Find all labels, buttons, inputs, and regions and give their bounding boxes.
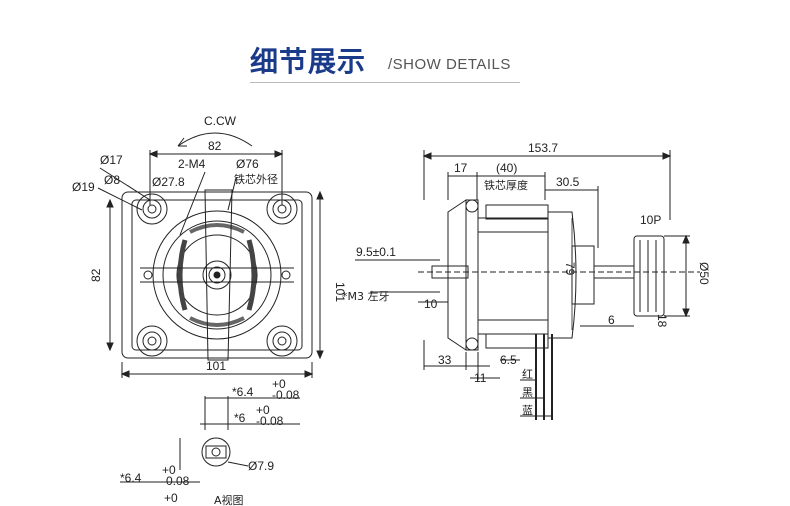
header: 细节展示 /SHOW DETAILS bbox=[0, 0, 790, 100]
label-rotation: C.CW bbox=[204, 114, 237, 128]
label-m3: *M3 左牙 bbox=[342, 290, 390, 303]
label-wire-red: 红 bbox=[522, 368, 533, 381]
label-18: 18 bbox=[655, 314, 669, 328]
label-shaft-view: A视图 bbox=[214, 493, 244, 506]
label-d19: Ø19 bbox=[72, 180, 95, 194]
label-95: 9.5±0.1 bbox=[356, 245, 396, 259]
label-shaft-b: *6 bbox=[234, 411, 246, 425]
label-shaft-b-up: +0 bbox=[256, 403, 270, 417]
label-33: 33 bbox=[438, 353, 452, 367]
label-65: 6.5 bbox=[500, 353, 517, 367]
label-wire-black: 黑 bbox=[522, 386, 533, 399]
label-shaft-d79: Ø7.9 bbox=[248, 459, 274, 473]
label-d8: Ø8 bbox=[104, 173, 120, 187]
label-dim-right: 101 bbox=[333, 282, 347, 302]
label-shaft-bottom-tol: +0 bbox=[164, 491, 178, 505]
label-dim-bottom: 101 bbox=[206, 359, 226, 373]
label-40: (40) bbox=[496, 161, 517, 175]
label-shaft-c: *6.4 bbox=[120, 471, 142, 485]
label-shaft-a-down: -0.08 bbox=[272, 388, 300, 402]
label-d278: Ø27.8 bbox=[152, 175, 185, 189]
label-shaft-a: *6.4 bbox=[232, 385, 254, 399]
label-wire-blue: 蓝 bbox=[522, 404, 533, 417]
label-79: 79 bbox=[563, 262, 577, 276]
page-subtitle: /SHOW DETAILS bbox=[388, 56, 511, 73]
label-dim-left: 82 bbox=[89, 268, 103, 282]
label-d17: Ø17 bbox=[100, 153, 123, 167]
label-shaft-b-down: -0.08 bbox=[256, 414, 284, 428]
label-17: 17 bbox=[454, 161, 468, 175]
front-view bbox=[97, 132, 324, 378]
label-shaft-c-up: +0 bbox=[162, 463, 176, 477]
label-core-thickness: 铁芯厚度 bbox=[484, 178, 528, 192]
label-11: 11 bbox=[474, 371, 487, 385]
label-shaft-a-up: +0 bbox=[272, 377, 286, 391]
shaft-detail bbox=[120, 396, 300, 483]
label-shaft-c-down: -0.08 bbox=[162, 474, 190, 488]
label-10: 10 bbox=[424, 297, 438, 311]
side-view bbox=[355, 150, 700, 420]
label-core-outer: 铁芯外径 bbox=[234, 172, 278, 186]
page-title: 细节展示 bbox=[250, 45, 367, 78]
label-total: 153.7 bbox=[528, 141, 558, 155]
label-core-dia: Ø76 bbox=[236, 157, 259, 171]
label-dim-top: 82 bbox=[208, 139, 222, 153]
label-6: 6 bbox=[608, 313, 615, 327]
label-10p: 10P bbox=[640, 213, 661, 227]
label-d50: Ø50 bbox=[697, 262, 711, 285]
title-divider bbox=[250, 82, 520, 83]
label-holes: 2-M4 bbox=[178, 157, 206, 171]
label-305: 30.5 bbox=[556, 175, 580, 189]
